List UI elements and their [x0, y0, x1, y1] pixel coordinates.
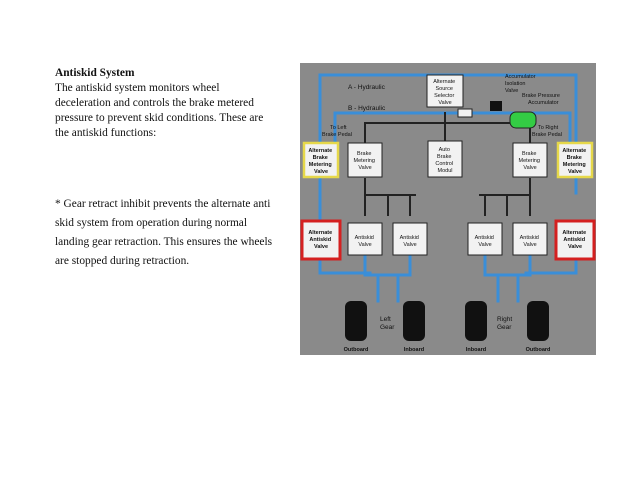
alternate-source-selector-valve: [426, 74, 464, 108]
label-inboard-left: Inboard: [404, 347, 424, 353]
right-alternate-antiskid-valve: [554, 219, 596, 261]
right-gear-label: Right Gear: [497, 316, 514, 331]
antiskid-valve-3-label: Antiskid Valve: [475, 235, 496, 248]
wheel-left-outboard: [345, 301, 367, 341]
antiskid-valve-2: [392, 222, 428, 256]
antiskid-valve-4-label: Antiskid Valve: [520, 235, 541, 248]
intro-text-block: Antiskid System The antiskid system moni…: [55, 66, 300, 141]
label-outboard-right: Outboard: [526, 347, 551, 353]
wheel-right-outboard: [527, 301, 549, 341]
intro-line: the antiskid functions:: [55, 127, 157, 139]
right-brake-metering-valve: [512, 142, 548, 178]
gear-retract-note: * Gear retract inhibit prevents the alte…: [55, 195, 300, 271]
left-alternate-antiskid-valve: [300, 219, 342, 261]
note-line: landing gear retraction. This ensures th…: [55, 236, 273, 248]
line-right-gear: [483, 249, 532, 303]
note-line: skid system from operation during normal: [55, 217, 248, 229]
note-line: are stopped during retraction.: [55, 255, 190, 267]
label-inboard-right: Inboard: [466, 347, 486, 353]
wheels: [345, 301, 549, 341]
note-line: * Gear retract inhibit prevents the alte…: [55, 198, 271, 210]
brake-pressure-accumulator-label: Brake Pressure Accumulator: [522, 93, 561, 106]
antiskid-schematic-diagram: A - Hydraulic B - Hydraulic Alternate So…: [300, 63, 596, 355]
right-alt-metering-label: Alternate Brake Metering Valve: [562, 148, 587, 175]
line-b-label: B - Hydraulic: [348, 105, 386, 112]
section-title: Antiskid System: [55, 67, 135, 79]
line-left-gear: [363, 249, 412, 303]
right-alternate-brake-metering-valve: [556, 141, 594, 179]
left-brake-pedal-label: To Left Brake Pedal: [322, 125, 352, 138]
antiskid-valve-2-label: Antiskid Valve: [400, 235, 421, 248]
line-antiskid-tree-right: [484, 194, 531, 216]
auto-brake-control-module: [427, 140, 463, 178]
left-alt-antiskid-label: Alternate Antiskid Valve: [308, 230, 333, 250]
label-outboard-left: Outboard: [344, 347, 369, 353]
intro-line: pressure to prevent skid conditions. The…: [55, 112, 264, 124]
filter-symbol: [457, 108, 473, 118]
brake-pressure-accumulator: [509, 111, 537, 129]
right-brake-pedal-label: To Right Brake Pedal: [532, 125, 562, 138]
antiskid-valve-1: [347, 222, 383, 256]
left-alt-metering-label: Alternate Brake Metering Valve: [308, 148, 333, 175]
selector-valve-label: Alternate Source Selector Valve: [433, 79, 457, 106]
left-alternate-brake-metering-valve: [302, 141, 340, 179]
wheel-left-inboard: [403, 301, 425, 341]
antiskid-valve-3: [467, 222, 503, 256]
left-metering-label: Brake Metering Valve: [354, 151, 377, 171]
right-metering-label: Brake Metering Valve: [519, 151, 542, 171]
accumulator-isolation-label: Accumulator Isolation Valve: [505, 74, 537, 94]
antiskid-valve-1-label: Antiskid Valve: [355, 235, 376, 248]
auto-brake-label: Auto Brake Control Modul: [435, 147, 454, 174]
line-brake-dark: [364, 112, 531, 144]
line-antiskid-tree-left: [364, 194, 411, 216]
antiskid-valve-4: [512, 222, 548, 256]
line-a-label: A - Hydraulic: [348, 84, 386, 91]
intro-line: deceleration and controls the brake mete…: [55, 97, 254, 109]
intro-line: The antiskid system monitors wheel: [55, 82, 220, 94]
left-gear-label: Left Gear: [380, 316, 395, 331]
left-brake-metering-valve: [347, 142, 383, 178]
accumulator-isolation-valve: [490, 101, 502, 111]
right-alt-antiskid-label: Alternate Antiskid Valve: [562, 230, 587, 250]
wheel-right-inboard: [465, 301, 487, 341]
